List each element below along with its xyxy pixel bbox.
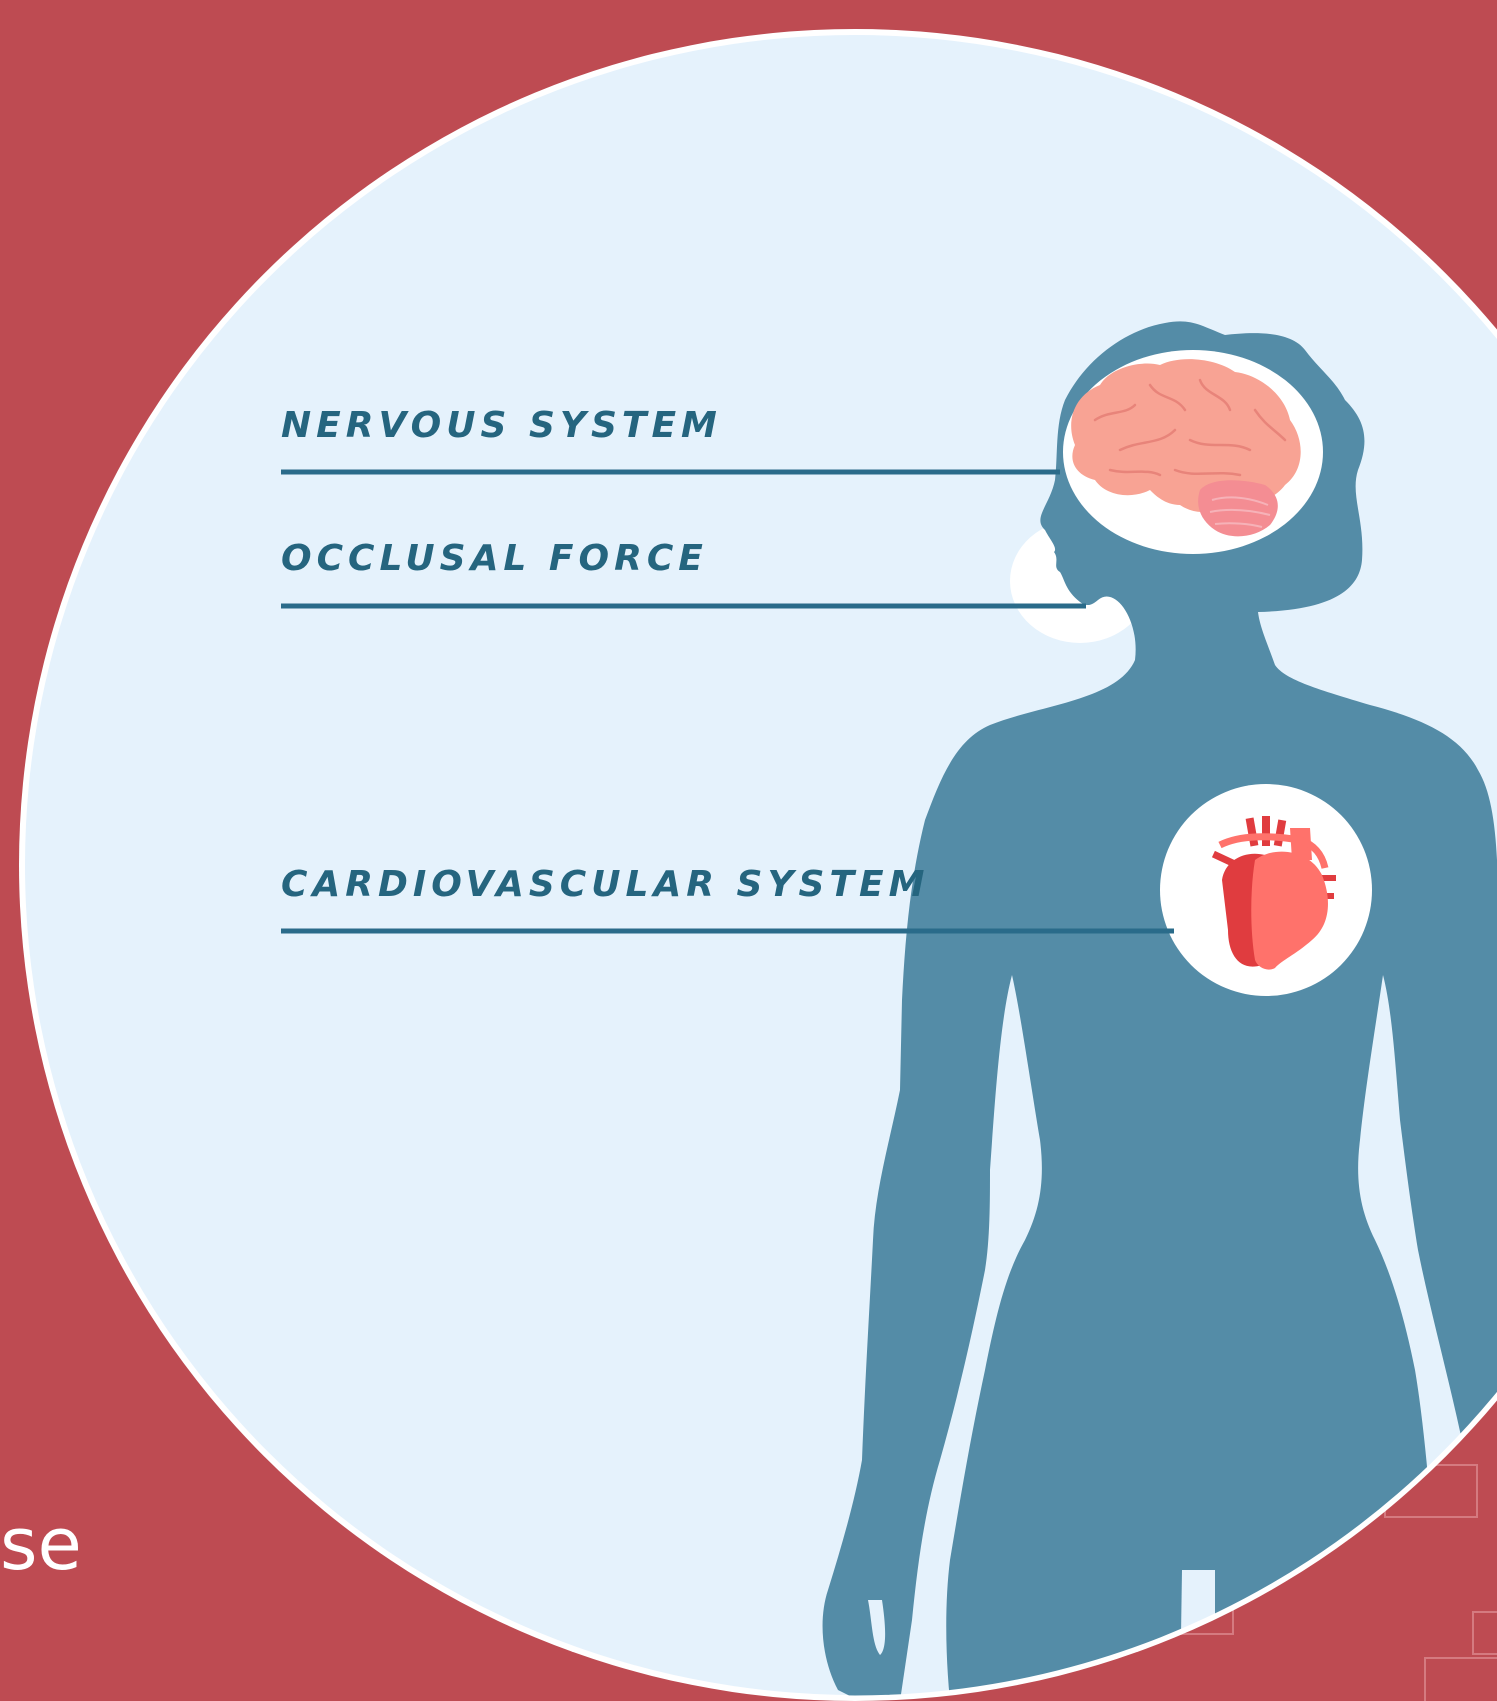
cut-off-heading-text: se — [0, 1508, 82, 1580]
label-occlusal-force: OCCLUSAL FORCE — [281, 538, 708, 579]
label-cardiovascular-system: CARDIOVASCULAR SYSTEM — [281, 864, 929, 905]
label-nervous-system: NERVOUS SYSTEM — [281, 405, 722, 446]
leg-gap — [1180, 1570, 1215, 1701]
